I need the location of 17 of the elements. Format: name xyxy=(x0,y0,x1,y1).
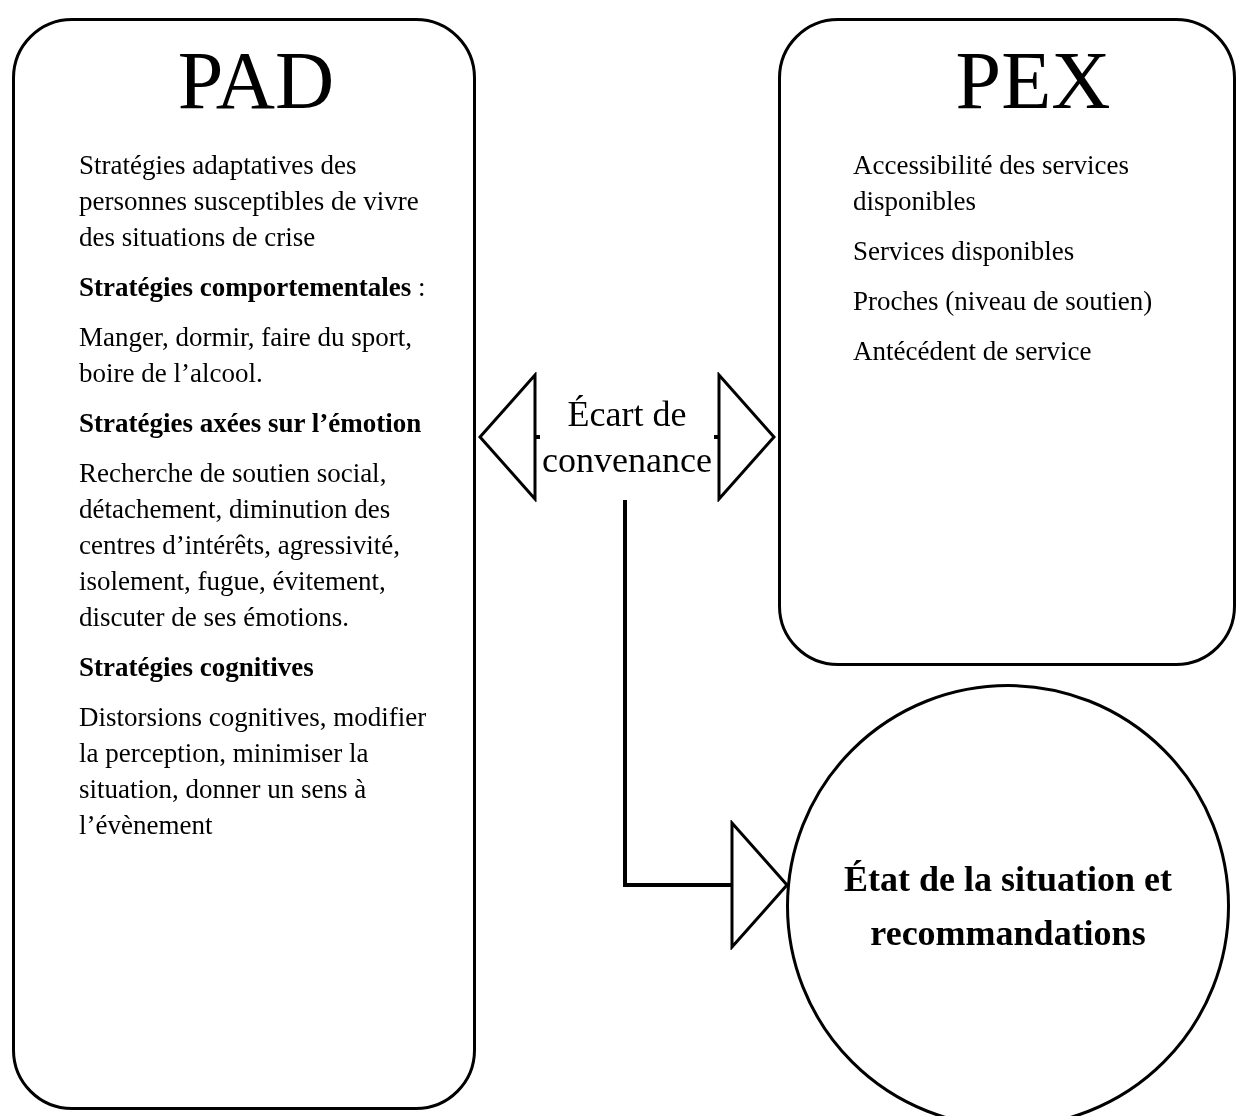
body-text: Recherche de soutien social, détachement, diminution des centres d’intérêts, agressivité, isolement, fugue, évitement, discuter de ses émotions. xyxy=(79,457,401,634)
section-heading: Stratégies axées sur l’émotion xyxy=(79,407,423,440)
arrow xyxy=(623,500,789,949)
section-heading: Stratégies cognitives xyxy=(79,651,315,684)
body-text: Distorsions cognitives, modifier la perception, minimiser la situation, donner un sens à l’évènement xyxy=(79,701,428,842)
body-text: Services disponibles xyxy=(853,235,1076,268)
rounded-box xyxy=(12,18,476,1110)
body-text: Antécédent de service xyxy=(853,335,1093,368)
body-text: Proches (niveau de soutien) xyxy=(853,285,1154,318)
body-text: Stratégies adaptatives des personnes susceptibles de vivre des situations de crise xyxy=(79,149,420,254)
box-title: PAD xyxy=(176,34,336,128)
box-title: PEX xyxy=(954,34,1112,128)
section-heading: État de la situation et recommandations xyxy=(843,858,1173,955)
rounded-box xyxy=(778,18,1236,666)
body-text: Manger, dormir, faire du sport, boire de l’alcool. xyxy=(79,321,413,390)
body-text: Stratégies comportementales : xyxy=(79,271,427,304)
body-text: Accessibilité des services disponibles xyxy=(853,149,1130,218)
